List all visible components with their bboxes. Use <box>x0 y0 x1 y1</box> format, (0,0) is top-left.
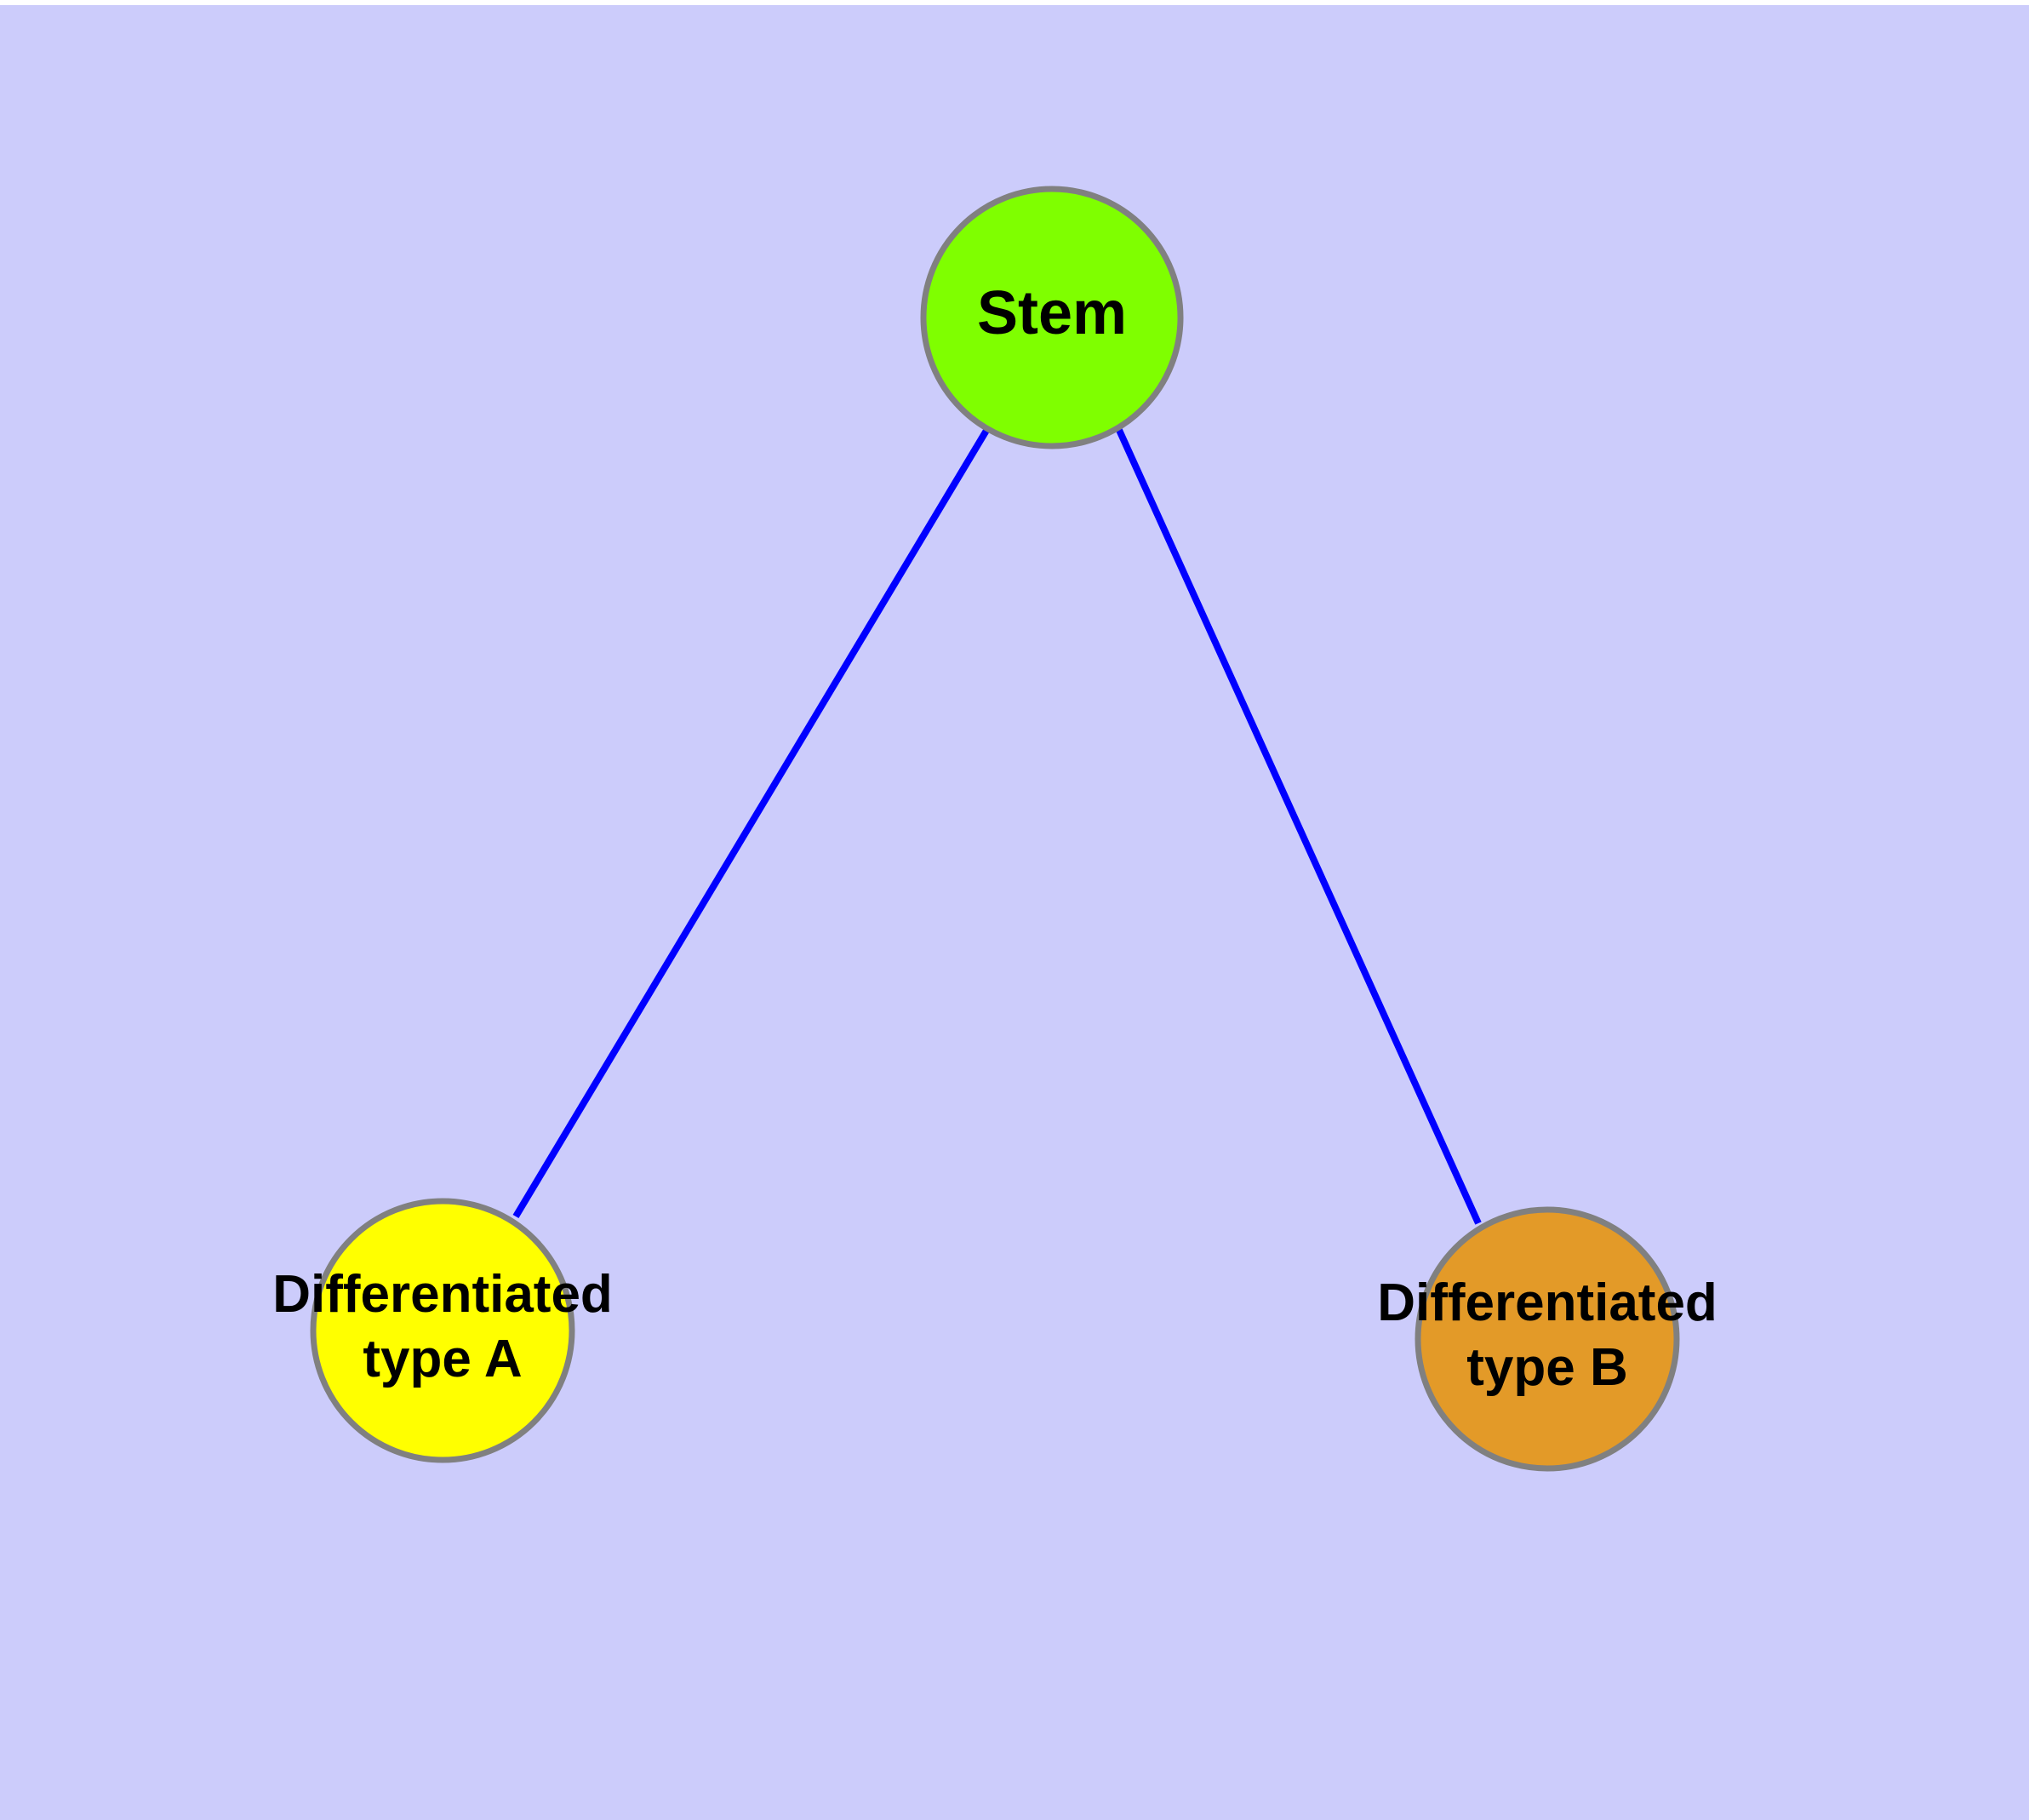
node-stem-label: Stem <box>977 279 1127 347</box>
edge-stem-to-differentiated-type-b[interactable] <box>1115 426 1482 1225</box>
node-stem-circle[interactable] <box>920 186 1184 449</box>
edge-layer <box>512 426 1482 1225</box>
node-differentiated-type-b[interactable] <box>1415 1206 1680 1472</box>
node-differentiated-type-b-circle[interactable] <box>1415 1206 1680 1472</box>
edge-stem-to-differentiated-type-a[interactable] <box>512 426 991 1219</box>
node-differentiated-type-a-circle[interactable] <box>310 1198 575 1463</box>
node-differentiated-type-a[interactable] <box>310 1198 575 1463</box>
node-stem[interactable] <box>920 186 1184 449</box>
node-layer <box>310 186 1680 1472</box>
